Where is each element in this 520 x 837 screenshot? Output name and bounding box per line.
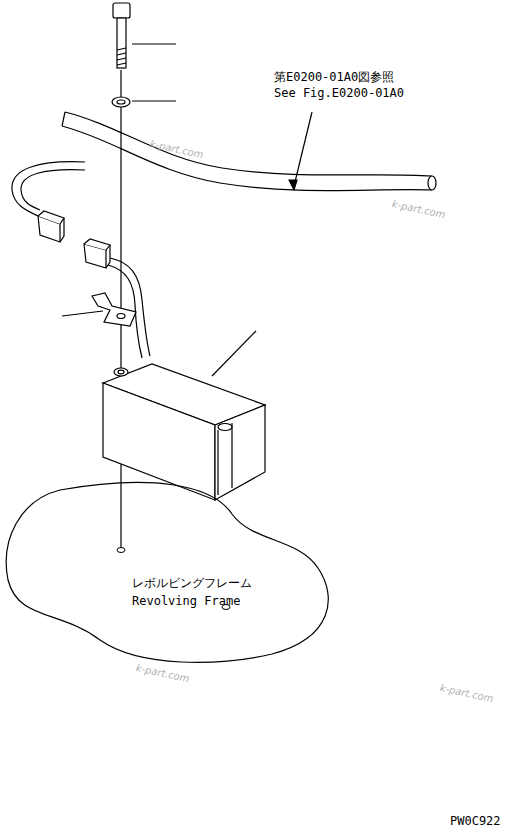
washer <box>112 97 130 107</box>
drawing-number: PW0C922 <box>450 814 501 829</box>
bracket <box>92 293 136 326</box>
leader-line <box>62 311 103 316</box>
watermark: k-part.com <box>438 680 494 706</box>
controller-box <box>103 364 265 500</box>
bolt <box>113 3 130 68</box>
leader-line <box>212 331 256 376</box>
leader-line <box>132 100 176 101</box>
reference-note: See Fig.E0200-01A0 <box>274 86 404 101</box>
frame-name: Revolving Frame <box>132 594 240 609</box>
wire-harness <box>62 112 436 191</box>
arrow-head <box>289 180 297 190</box>
frame-region: レボルビングフレーム Revolving Frame <box>0 468 340 673</box>
frame-outline <box>0 468 340 673</box>
watermark: k-part.com <box>148 136 204 162</box>
frame-outline-path <box>6 482 328 662</box>
mount-hole <box>117 548 125 553</box>
leader-line <box>132 43 176 44</box>
frame-name: レボルビングフレーム <box>132 576 252 591</box>
watermark: k-part.com <box>134 660 190 686</box>
watermark: k-part.com <box>390 196 446 222</box>
leader-line <box>294 112 312 186</box>
connector-cable <box>12 162 150 358</box>
reference-note: 第E0200-01A0図参照 <box>274 70 394 85</box>
